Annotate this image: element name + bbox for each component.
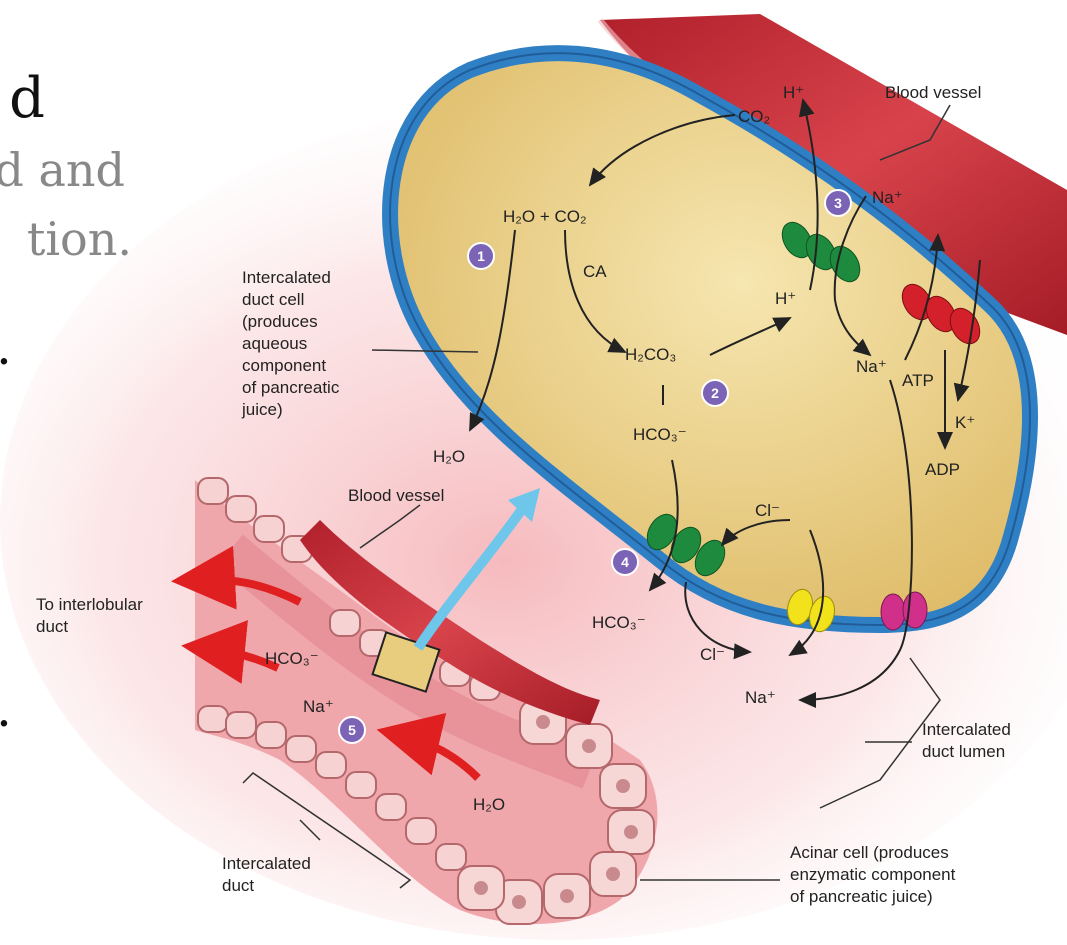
ca-label: CA — [583, 262, 607, 281]
svg-text:aqueous: aqueous — [242, 334, 307, 353]
svg-text:duct lumen: duct lumen — [922, 742, 1005, 761]
co2-label: CO₂ — [738, 107, 770, 126]
svg-text:4: 4 — [621, 554, 629, 570]
k-plus-label: K⁺ — [955, 413, 975, 432]
svg-text:juice): juice) — [241, 400, 283, 419]
na-plus-lumen-label: Na⁺ — [745, 688, 776, 707]
svg-text:of pancreatic: of pancreatic — [242, 378, 340, 397]
step-circle-2: 2 — [702, 380, 728, 406]
acinar-cell-label: Acinar cell (produces enzymatic componen… — [790, 843, 956, 906]
hco3-cell-label: HCO₃⁻ — [633, 425, 687, 444]
svg-text:Intercalated: Intercalated — [222, 854, 311, 873]
cl-in-label: Cl⁻ — [755, 501, 780, 520]
h2o-co2-label: H₂O + CO₂ — [503, 207, 587, 226]
step-circle-5: 5 — [339, 717, 365, 743]
hco3-duct-label: HCO₃⁻ — [265, 649, 319, 668]
svg-text:5: 5 — [348, 722, 356, 738]
blood-vessel-lower-label: Blood vessel — [348, 486, 444, 505]
h-plus-mid-label: H⁺ — [775, 289, 796, 308]
h2co3-label: H₂CO₃ — [625, 345, 676, 364]
step-circle-4: 4 — [612, 549, 638, 575]
svg-text:duct cell: duct cell — [242, 290, 304, 309]
svg-text:Intercalated: Intercalated — [242, 268, 331, 287]
svg-text:2: 2 — [711, 385, 719, 401]
na-plus-cell-label: Na⁺ — [856, 357, 887, 376]
na-plus-pump-label: Na⁺ — [872, 188, 903, 207]
step-circle-3: 3 — [825, 190, 851, 216]
svg-text:To interlobular: To interlobular — [36, 595, 143, 614]
svg-text:Intercalated: Intercalated — [922, 720, 1011, 739]
atp-label: ATP — [902, 371, 934, 390]
svg-text:Acinar cell (produces: Acinar cell (produces — [790, 843, 949, 862]
h-plus-top-label: H⁺ — [783, 83, 804, 102]
svg-text:duct: duct — [36, 617, 68, 636]
hco3-lumen-label: HCO₃⁻ — [592, 613, 646, 632]
blood-vessel-top-label: Blood vessel — [885, 83, 981, 102]
svg-text:enzymatic component: enzymatic component — [790, 865, 956, 884]
svg-text:3: 3 — [834, 195, 842, 211]
h2o-out-label: H₂O — [433, 447, 465, 466]
na-plus-duct-label: Na⁺ — [303, 697, 334, 716]
svg-text:duct: duct — [222, 876, 254, 895]
svg-text:1: 1 — [477, 248, 485, 264]
step-circle-1: 1 — [468, 243, 494, 269]
h2o-duct-label: H₂O — [473, 795, 505, 814]
cl-out-label: Cl⁻ — [700, 645, 725, 664]
svg-text:component: component — [242, 356, 326, 375]
adp-label: ADP — [925, 460, 960, 479]
svg-text:of pancreatic juice): of pancreatic juice) — [790, 887, 933, 906]
svg-text:(produces: (produces — [242, 312, 318, 331]
